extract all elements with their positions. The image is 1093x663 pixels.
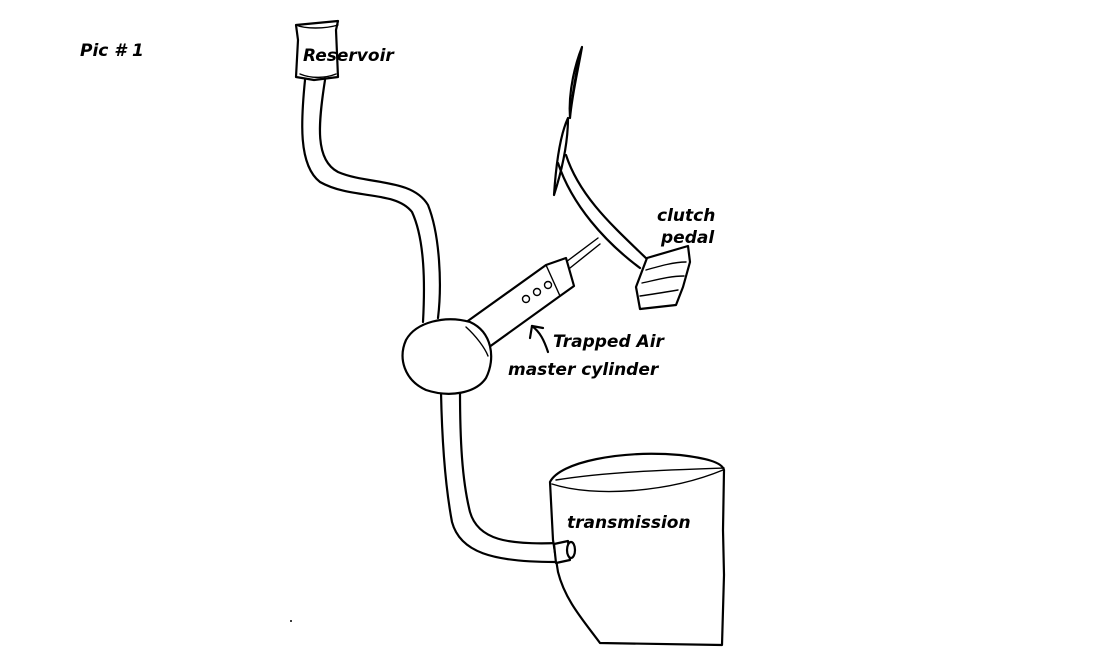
clutch-label: clutch	[657, 206, 715, 226]
reservoir	[294, 19, 340, 82]
reservoir-label: Reservoir	[303, 46, 395, 66]
reservoir-hose	[301, 78, 441, 324]
transmission	[548, 452, 726, 647]
transmission-hose	[439, 388, 560, 564]
stray-mark	[290, 620, 292, 622]
transmission-fitting	[552, 539, 577, 565]
transmission-label: transmission	[567, 513, 691, 533]
push-rod	[565, 237, 601, 269]
junction-ball	[401, 318, 493, 395]
pedal-arm	[556, 153, 652, 270]
pic-number-label: Pic # 1	[80, 41, 144, 61]
trapped-air-label: Trapped Air	[553, 332, 666, 352]
trapped-air-arrow	[528, 324, 550, 354]
master-cylinder-label: master cylinder	[508, 360, 660, 380]
clutch-pedal-pad	[634, 244, 692, 311]
pedal-label: pedal	[660, 228, 715, 248]
pedal-pivot	[552, 45, 584, 197]
